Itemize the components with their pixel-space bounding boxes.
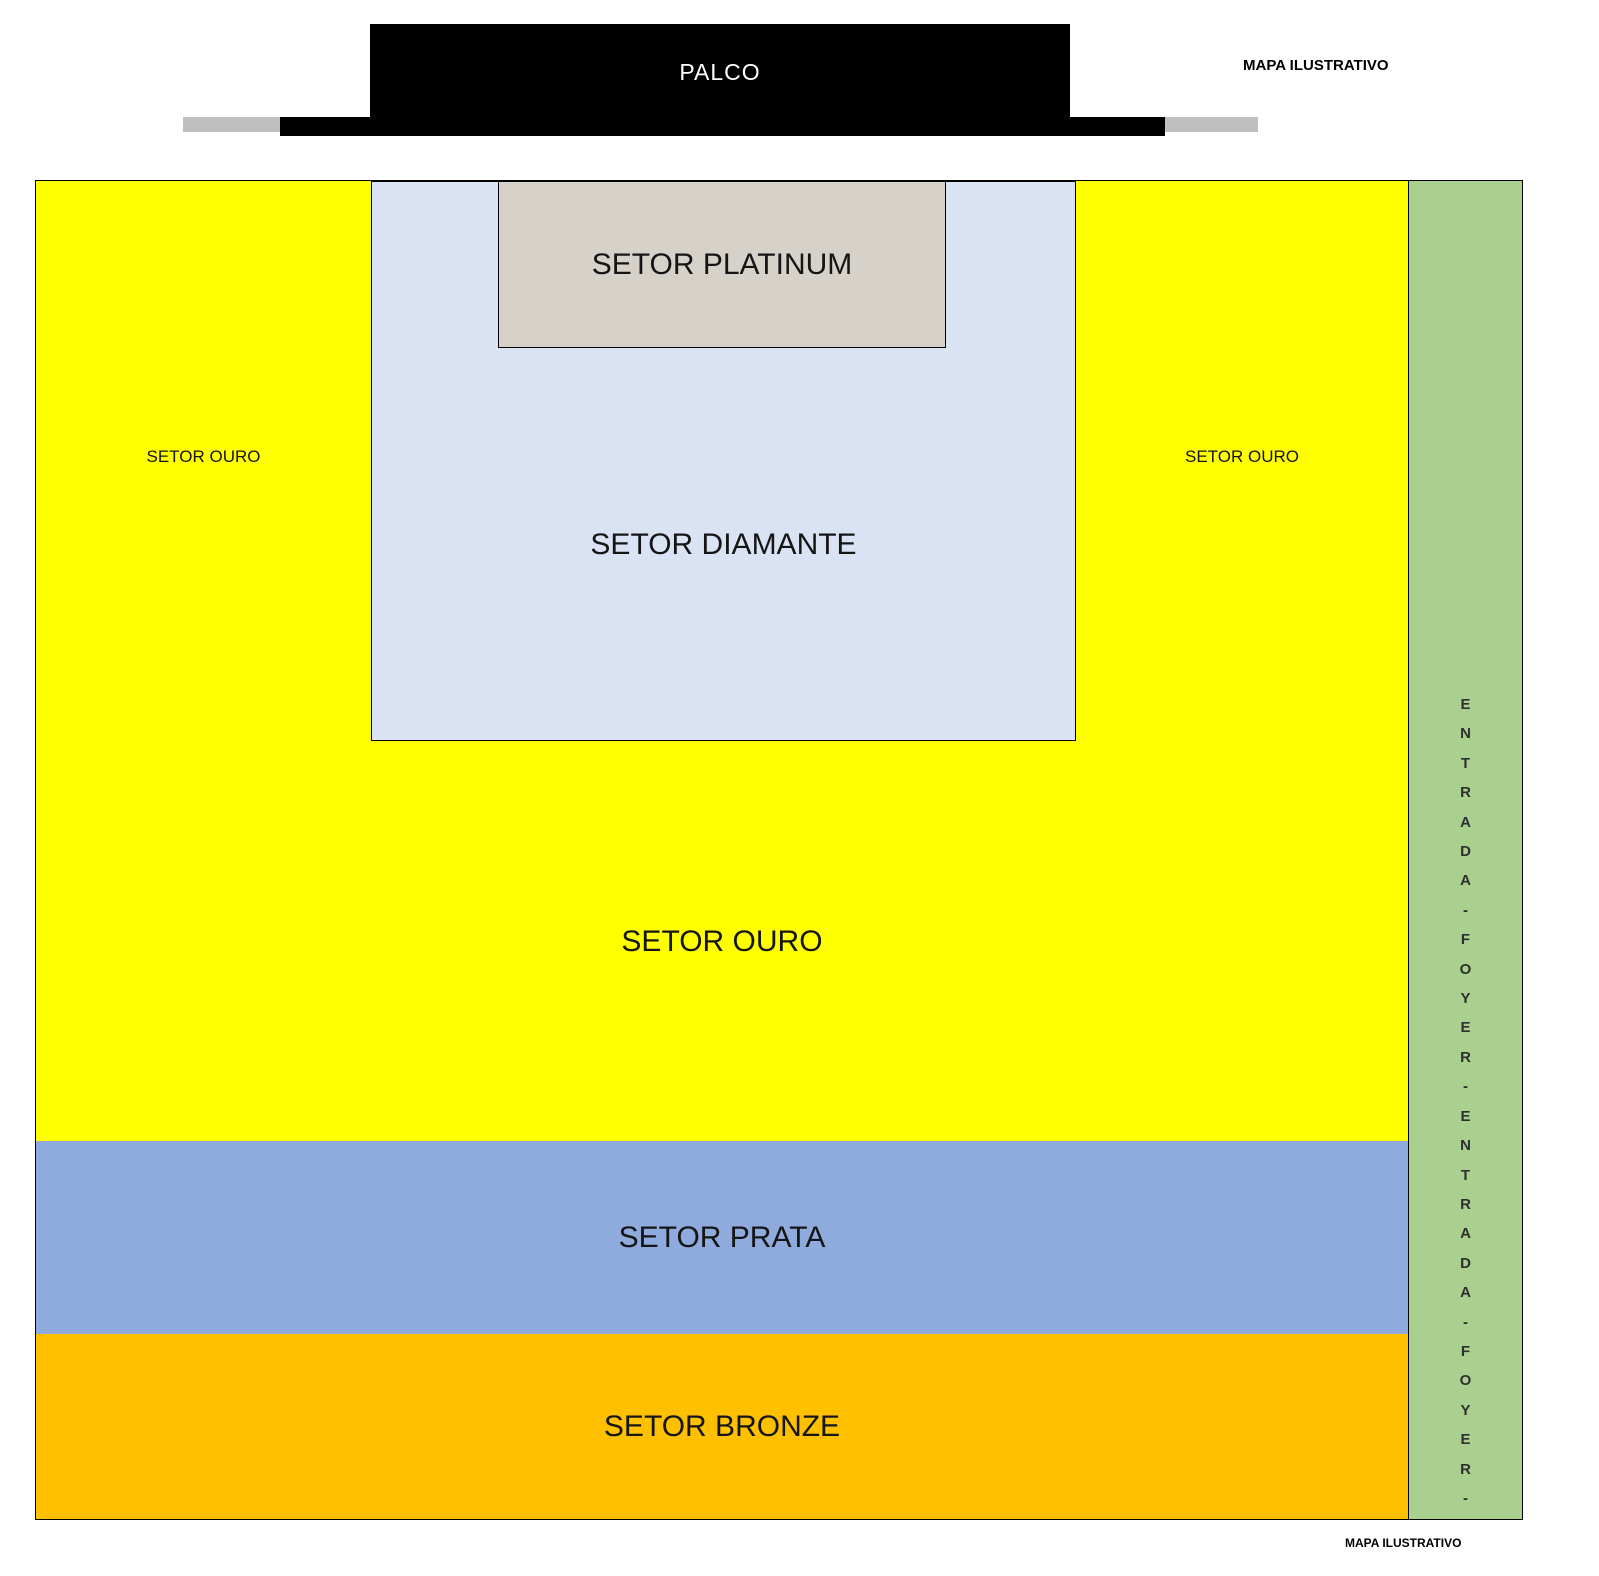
entrance-letter: R (1460, 1048, 1471, 1066)
entrance-letter: E (1460, 696, 1471, 713)
sector-platinum: SETOR PLATINUM (498, 181, 946, 348)
sector-platinum-label: SETOR PLATINUM (591, 247, 853, 281)
entrance-letter: - (1463, 901, 1468, 919)
stage-apron (280, 117, 1165, 136)
map-note-top: MAPA ILUSTRATIVO (1243, 57, 1389, 74)
map-note-bottom: MAPA ILUSTRATIVO (1345, 1536, 1462, 1550)
entrance-letter: O (1459, 960, 1472, 978)
entrance-letter: A (1460, 813, 1471, 831)
entrance-letter: - (1463, 1489, 1468, 1507)
sector-ouro-left-label: SETOR OURO (146, 447, 261, 466)
entrance-letter: Y (1460, 990, 1471, 1008)
entrance-letter: A (1460, 1225, 1471, 1243)
entrance-letter: A (1460, 1284, 1471, 1302)
stage-wing-left (183, 117, 280, 132)
stage-label: PALCO (679, 58, 761, 85)
entrance-letter: T (1460, 1166, 1471, 1184)
entrance-letter: N (1460, 1137, 1471, 1155)
entrance-letter: E (1460, 1431, 1471, 1449)
entrance-letter: O (1459, 1372, 1472, 1390)
entrance-letter: N (1460, 725, 1471, 743)
sector-ouro-main-label: SETOR OURO (621, 925, 823, 958)
sector-prata: SETOR PRATA (36, 1141, 1408, 1334)
stage-wing-right (1165, 117, 1258, 132)
sector-prata-label: SETOR PRATA (618, 1220, 826, 1254)
entrance-letter: A (1460, 872, 1471, 890)
entrance-letter: E (1460, 1019, 1471, 1037)
entrance-letter: R (1460, 1195, 1471, 1213)
entrance-letter: F (1460, 931, 1471, 949)
entrance-letter: D (1460, 1254, 1471, 1272)
entrance-letter: - (1463, 1313, 1468, 1331)
entrance-letter: E (1460, 1107, 1471, 1125)
sector-diamante-label: SETOR DIAMANTE (590, 527, 857, 561)
sector-bronze: SETOR BRONZE (36, 1334, 1408, 1519)
entrance-letter: T (1460, 754, 1471, 772)
stage: PALCO (370, 24, 1070, 120)
sector-ouro-right-label: SETOR OURO (1185, 447, 1299, 466)
entrance-letter: Y (1460, 1401, 1471, 1419)
entrance-letter: D (1460, 843, 1471, 861)
entrance-letter: F (1460, 1342, 1471, 1360)
sector-bronze-label: SETOR BRONZE (603, 1409, 841, 1443)
entrance-letter: - (1463, 1078, 1468, 1096)
entrance-letter: R (1460, 1460, 1471, 1478)
entrance-letter: R (1460, 784, 1471, 802)
sector-diamante-label-wrap: SETOR DIAMANTE (372, 349, 1075, 740)
